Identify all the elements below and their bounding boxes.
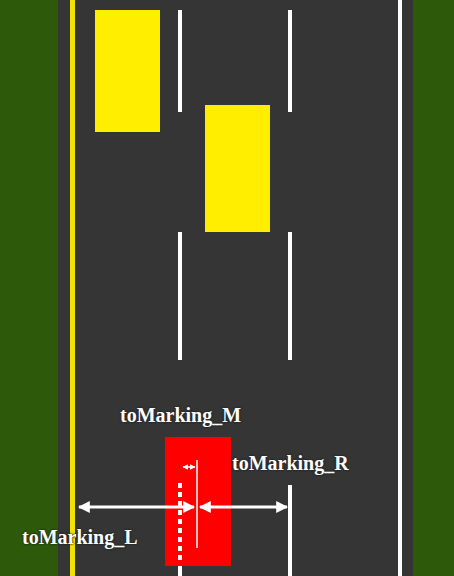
yellow-edge-line bbox=[70, 0, 75, 576]
car-ego bbox=[165, 437, 231, 566]
car-yellow bbox=[205, 105, 270, 232]
grass-left bbox=[0, 0, 58, 576]
dimension-arrow bbox=[183, 466, 195, 468]
grass-right bbox=[413, 0, 454, 576]
right-edge-line bbox=[398, 0, 402, 576]
car-yellow bbox=[95, 10, 160, 132]
dimension-label: toMarking_R bbox=[232, 452, 349, 474]
dimension-arrow bbox=[79, 506, 194, 509]
dimension-label: toMarking_M bbox=[120, 404, 241, 426]
dimension-arrow bbox=[200, 506, 287, 509]
reference-line bbox=[196, 460, 198, 548]
dimension-label: toMarking_L bbox=[22, 526, 138, 548]
car-centre-dotted bbox=[178, 483, 182, 562]
road-surface bbox=[58, 0, 413, 576]
